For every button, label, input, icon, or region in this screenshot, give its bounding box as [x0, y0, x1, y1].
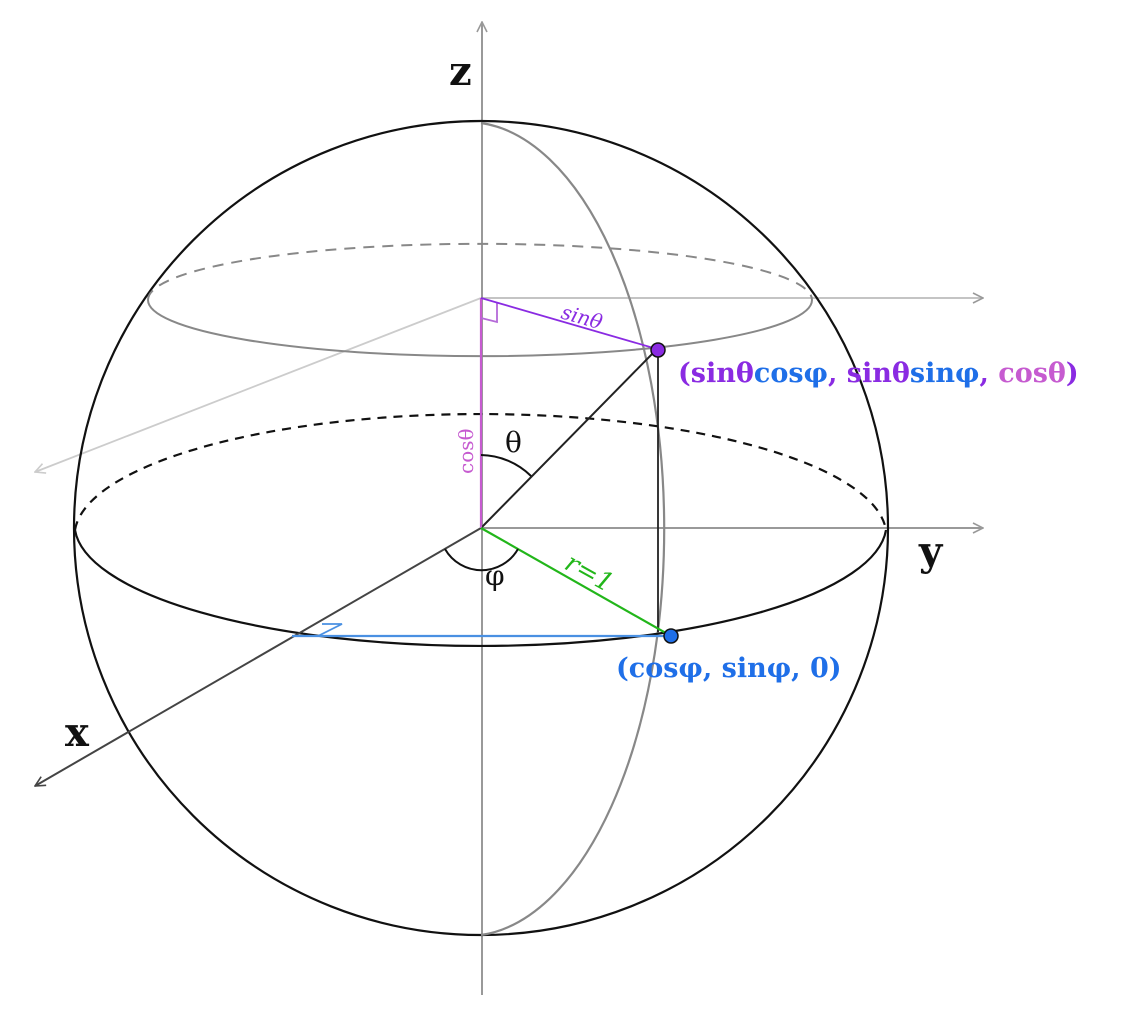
lower-point-coordinates: (cosφ, sinφ, 0): [616, 653, 842, 684]
phi-label: φ: [485, 559, 505, 592]
theta-arc: [480, 454, 532, 477]
upper-sin-theta-1: sinθ: [691, 358, 754, 389]
upper-sep-2: ,: [979, 358, 998, 389]
theta-label: θ: [505, 426, 522, 459]
upper-cos-theta: cosθ: [998, 358, 1066, 389]
x-axis: [35, 527, 482, 786]
right-angle-lower: [317, 623, 343, 637]
y-axis-label: y: [918, 528, 944, 575]
x-axis-label: x: [65, 709, 90, 756]
upper-x-axis: [35, 297, 482, 472]
latitude-back: [147, 242, 813, 301]
point-upper: [650, 342, 666, 358]
equator-front: [73, 529, 888, 648]
upper-cos-phi: cosφ: [754, 358, 828, 389]
phi-arc: [444, 548, 519, 572]
upper-point-coordinates: (sinθcosφ, sinθsinφ, cosθ): [678, 358, 1079, 389]
upper-close-paren: ): [1066, 358, 1079, 389]
upper-sin-theta-2: sinθ: [847, 358, 910, 389]
radius-r1-segment: [480, 527, 672, 637]
sin-theta-segment: [480, 297, 658, 350]
right-angle-upper: [480, 303, 498, 324]
sin-theta-label: sinθ: [559, 300, 606, 335]
point-lower: [663, 628, 679, 644]
upper-sep-1: ,: [828, 358, 847, 389]
cos-theta-label: cosθ: [454, 428, 478, 474]
z-axis-label: z: [449, 48, 472, 95]
radius-line: [480, 348, 658, 529]
meridian: [480, 121, 666, 937]
upper-open-paren: (: [678, 358, 691, 389]
upper-sin-phi: sinφ: [910, 358, 980, 389]
radius-label: r=1: [560, 548, 619, 599]
